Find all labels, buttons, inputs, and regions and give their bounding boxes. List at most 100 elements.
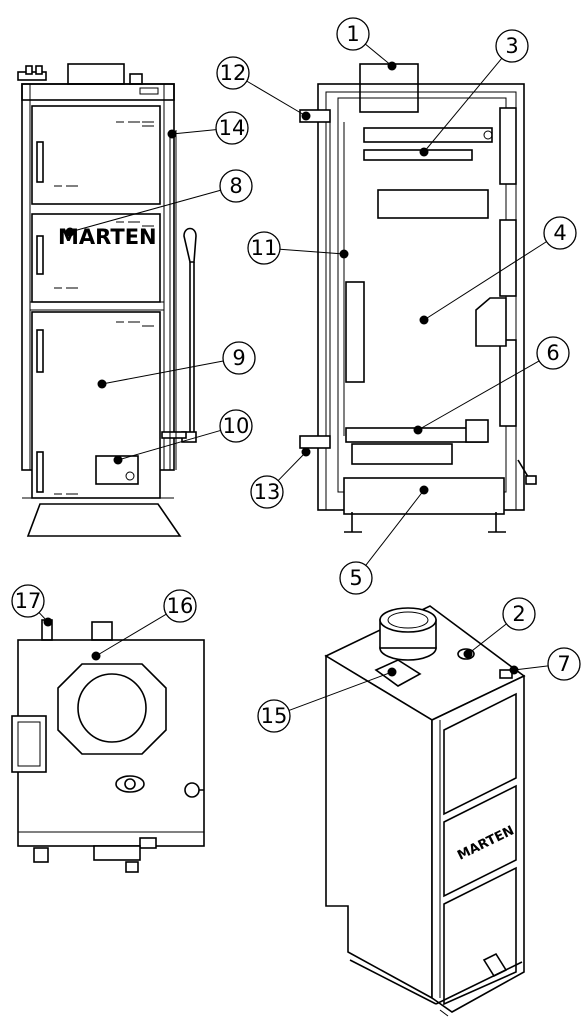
door-hinge xyxy=(36,141,44,183)
callout-dot-7 xyxy=(509,665,519,675)
callout-dot-8 xyxy=(65,227,75,237)
top-cover xyxy=(21,83,175,101)
callout-number-3: 3 xyxy=(505,34,518,58)
callout-16: 16 xyxy=(91,589,197,661)
callout-dot-9 xyxy=(97,379,107,389)
callout-circle-10 xyxy=(219,409,253,443)
callout-circle-13 xyxy=(250,475,284,509)
flue-stub xyxy=(67,63,125,85)
callout-number-15: 15 xyxy=(261,704,288,728)
callout-circle-7 xyxy=(547,647,581,681)
callout-4: 4 xyxy=(419,216,577,325)
callout-number-14: 14 xyxy=(219,116,246,140)
callout-circle-16 xyxy=(163,589,197,623)
callout-circle-17 xyxy=(11,584,45,618)
poker-handle xyxy=(183,227,197,263)
callout-dot-4 xyxy=(419,315,429,325)
callout-dot-10 xyxy=(113,455,123,465)
ash-box xyxy=(343,477,505,515)
baffle-2 xyxy=(377,189,489,219)
callout-leader-13 xyxy=(277,451,307,481)
callout-13: 13 xyxy=(250,447,311,509)
return-pipe xyxy=(299,435,331,449)
callout-dot-13 xyxy=(301,447,311,457)
callout-leader-10 xyxy=(117,429,221,461)
stand xyxy=(26,503,182,537)
callout-12: 12 xyxy=(216,56,311,121)
callout-9: 9 xyxy=(97,341,256,389)
callout-circle-6 xyxy=(536,336,570,370)
callout-circle-4 xyxy=(543,216,577,250)
callout-dot-3 xyxy=(419,147,429,157)
callout-circle-15 xyxy=(257,699,291,733)
callout-11: 11 xyxy=(247,231,349,265)
upper-door-section xyxy=(499,107,517,185)
top-fitting xyxy=(129,73,143,85)
callout-leader-4 xyxy=(423,241,547,321)
callout-2: 2 xyxy=(463,597,536,659)
callout-circle-8 xyxy=(219,169,253,203)
middle-door-section xyxy=(499,219,517,297)
callout-dot-6 xyxy=(413,425,423,435)
callout-number-13: 13 xyxy=(254,480,281,504)
callout-number-4: 4 xyxy=(553,221,566,245)
callout-number-8: 8 xyxy=(229,174,242,198)
callout-dot-5 xyxy=(419,485,429,495)
flue-opening xyxy=(77,673,147,743)
callout-7: 7 xyxy=(509,647,581,681)
callout-leader-9 xyxy=(101,360,224,385)
callout-leader-6 xyxy=(417,360,540,431)
callout-circle-2 xyxy=(502,597,536,631)
callout-leader-7 xyxy=(513,665,549,671)
brand-label: MARTEN xyxy=(58,225,157,249)
callout-dot-15 xyxy=(387,667,397,677)
callout-number-12: 12 xyxy=(220,61,247,85)
side-grid xyxy=(345,281,365,383)
callout-circle-11 xyxy=(247,231,281,265)
callout-3: 3 xyxy=(419,29,529,157)
callout-dot-17 xyxy=(43,617,53,627)
callout-number-10: 10 xyxy=(223,414,250,438)
callout-number-6: 6 xyxy=(546,341,559,365)
callout-dot-14 xyxy=(167,129,177,139)
callout-circle-9 xyxy=(222,341,256,375)
callout-10: 10 xyxy=(113,409,253,465)
callout-leader-3 xyxy=(423,57,503,153)
iso-upper-door xyxy=(443,692,517,816)
callout-number-7: 7 xyxy=(557,652,570,676)
callout-number-1: 1 xyxy=(346,22,359,46)
callout-circle-1 xyxy=(336,17,370,51)
side-cover xyxy=(11,715,47,773)
callout-number-17: 17 xyxy=(15,589,42,613)
isometric-view: MARTEN xyxy=(324,605,526,1017)
callout-leader-11 xyxy=(279,248,345,255)
callout-6: 6 xyxy=(413,336,570,435)
callout-1: 1 xyxy=(336,17,397,71)
callout-dot-1 xyxy=(387,61,397,71)
front-view: MARTEN xyxy=(17,63,197,537)
callout-circle-5 xyxy=(339,561,373,595)
callout-circle-14 xyxy=(215,111,249,145)
callout-dot-11 xyxy=(339,249,349,259)
lower-door-section xyxy=(499,339,517,427)
callout-dot-2 xyxy=(463,649,473,659)
callout-leader-12 xyxy=(246,80,307,117)
flue-outlet xyxy=(359,63,419,113)
callout-number-5: 5 xyxy=(349,566,362,590)
callout-number-2: 2 xyxy=(512,602,525,626)
callout-dot-16 xyxy=(91,651,101,661)
callout-leader-8 xyxy=(69,189,221,233)
callout-leader-16 xyxy=(95,613,167,657)
baffle-1 xyxy=(363,127,493,143)
section-view xyxy=(299,63,537,533)
callout-circle-12 xyxy=(216,56,250,90)
callout-leader-1 xyxy=(365,43,393,67)
callout-dot-12 xyxy=(301,111,311,121)
callout-leader-14 xyxy=(171,129,217,135)
upper-door xyxy=(31,105,161,205)
iso-middle-door xyxy=(443,784,517,898)
callout-circle-3 xyxy=(495,29,529,63)
middle-door xyxy=(31,213,161,303)
callout-5: 5 xyxy=(339,485,429,595)
